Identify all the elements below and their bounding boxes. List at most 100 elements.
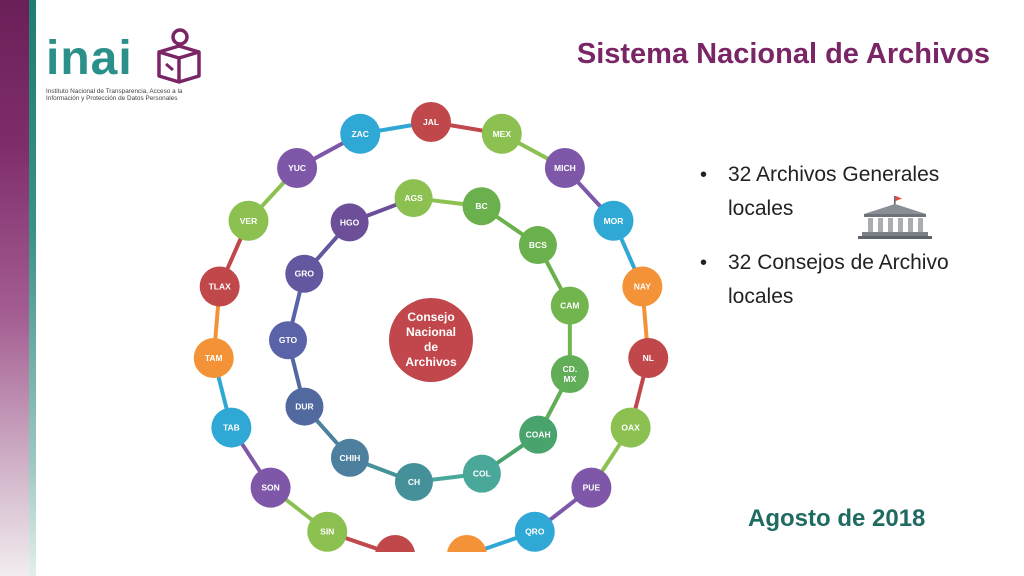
state-node-ver: VER — [228, 200, 269, 241]
node-circle — [250, 467, 291, 508]
node-circle — [628, 338, 669, 379]
outer-ring: JAL MEX MICH MOR NAY NL OAX PUE QRO QROO SLP SIN SON… — [193, 102, 669, 552]
state-node-hgo: HGO — [330, 203, 369, 242]
node-circle — [375, 535, 415, 552]
node-label: TAM — [205, 353, 223, 363]
logo-subtitle: Instituto Nacional de Transparencia, Acc… — [46, 88, 216, 102]
node-circle — [269, 321, 308, 360]
node-label: COAH — [526, 430, 551, 440]
state-node-mich: MICH — [544, 147, 585, 188]
center-label-line: Consejo — [407, 310, 454, 324]
state-node-slp: SLP — [375, 535, 415, 552]
node-circle — [550, 286, 589, 325]
node-circle — [593, 200, 634, 241]
inai-person-box-icon — [157, 28, 201, 84]
node-circle — [481, 113, 522, 154]
state-node-ags: AGS — [394, 179, 433, 218]
date-label: Agosto de 2018 — [748, 505, 926, 532]
node-label: SON — [261, 483, 279, 493]
bullet-list: • 32 Archivos Generales locales • 32 Con… — [700, 158, 1000, 334]
node-label: YUC — [288, 163, 306, 173]
state-node-gto: GTO — [269, 321, 308, 360]
bullet-marker: • — [700, 252, 708, 274]
node-label: ZAC — [351, 129, 368, 139]
state-node-pue: PUE — [571, 467, 612, 508]
node-circle — [394, 462, 433, 501]
building-icon — [858, 196, 932, 239]
node-circle — [285, 387, 324, 426]
state-node-mex: MEX — [481, 113, 522, 154]
state-node-nl: NL — [628, 338, 669, 379]
node-circle — [228, 200, 269, 241]
node-circle — [544, 147, 585, 188]
node-label: CH — [408, 477, 420, 487]
center-circle — [389, 298, 473, 382]
bullet-line: 32 Consejos de Archivo — [728, 251, 949, 274]
node-circle — [610, 407, 651, 448]
node-label: QRO — [525, 527, 545, 537]
logo-wordmark: inai — [46, 32, 133, 85]
node-label: NL — [643, 353, 654, 363]
state-node-qroo: QROO — [447, 535, 487, 552]
node-label: QROO — [454, 550, 480, 552]
state-node-coah: COAH — [519, 415, 558, 454]
state-node-son: SON — [250, 467, 291, 508]
node-label: DUR — [295, 402, 313, 412]
node-label: MEX — [493, 129, 512, 139]
state-node-chih: CHIH — [330, 438, 369, 477]
node-circle — [277, 147, 318, 188]
node-label: SIN — [320, 527, 334, 537]
inner-ring: AGS BC BCS CAM CD.MX COAH COL CH CHIH DUR GTO GROHG… — [269, 179, 589, 501]
logo-subtitle-line: Instituto Nacional de Transparencia, Acc… — [46, 88, 183, 95]
logo-subtitle-line: Información y Protección de Datos Person… — [46, 95, 178, 102]
node-label: NAY — [634, 281, 651, 291]
node-label: MOR — [604, 216, 624, 226]
inai-logo: inai Instituto Nacional de Transparencia… — [46, 28, 216, 108]
bullet-consejos-archivo: • 32 Consejos de Archivo locales — [700, 246, 1000, 314]
node-circle — [330, 203, 369, 242]
node-circle — [462, 187, 501, 226]
state-node-cam: CAM — [550, 286, 589, 325]
node-label: CD. — [563, 364, 578, 374]
node-label: BC — [475, 201, 487, 211]
node-circle — [394, 179, 433, 218]
bullet-marker: • — [700, 164, 708, 186]
node-circle — [571, 467, 612, 508]
node-label: CHIH — [340, 453, 361, 463]
state-node-col: COL — [462, 454, 501, 493]
state-node-qro: QRO — [514, 511, 555, 552]
node-label: MICH — [554, 163, 576, 173]
node-circle — [514, 511, 555, 552]
node-circle — [462, 454, 501, 493]
bullet-line: locales — [728, 197, 794, 220]
node-label: PUE — [583, 483, 601, 493]
bullet-line: 32 Archivos Generales — [728, 163, 940, 186]
center-label-line: Archivos — [405, 355, 457, 369]
state-node-sin: SIN — [307, 511, 348, 552]
node-circle — [622, 266, 663, 307]
node-circle — [307, 511, 348, 552]
state-node-gro: GRO — [285, 254, 324, 293]
center-label-line: de — [424, 340, 438, 354]
archives-ring-diagram: JAL MEX MICH MOR NAY NL OAX PUE QRO QROO SLP SIN SON… — [193, 102, 669, 552]
node-circle — [211, 407, 252, 448]
node-label: TAB — [223, 423, 240, 433]
state-node-dur: DUR — [285, 387, 324, 426]
state-node-oax: OAX — [610, 407, 651, 448]
node-label: MX — [564, 374, 577, 384]
bullet-line: locales — [728, 285, 794, 308]
node-label: AGS — [404, 193, 423, 203]
state-node-yuc: YUC — [277, 147, 318, 188]
node-circle — [285, 254, 324, 293]
node-label: JAL — [423, 117, 439, 127]
node-circle — [199, 266, 240, 307]
node-label: BCS — [529, 240, 547, 250]
state-node-bcs: BCS — [518, 226, 557, 265]
node-label: OAX — [621, 423, 640, 433]
node-circle — [447, 535, 487, 552]
node-circle — [550, 355, 589, 394]
node-label: VER — [240, 216, 257, 226]
node-circle — [519, 415, 558, 454]
state-node-ch: CH — [394, 462, 433, 501]
